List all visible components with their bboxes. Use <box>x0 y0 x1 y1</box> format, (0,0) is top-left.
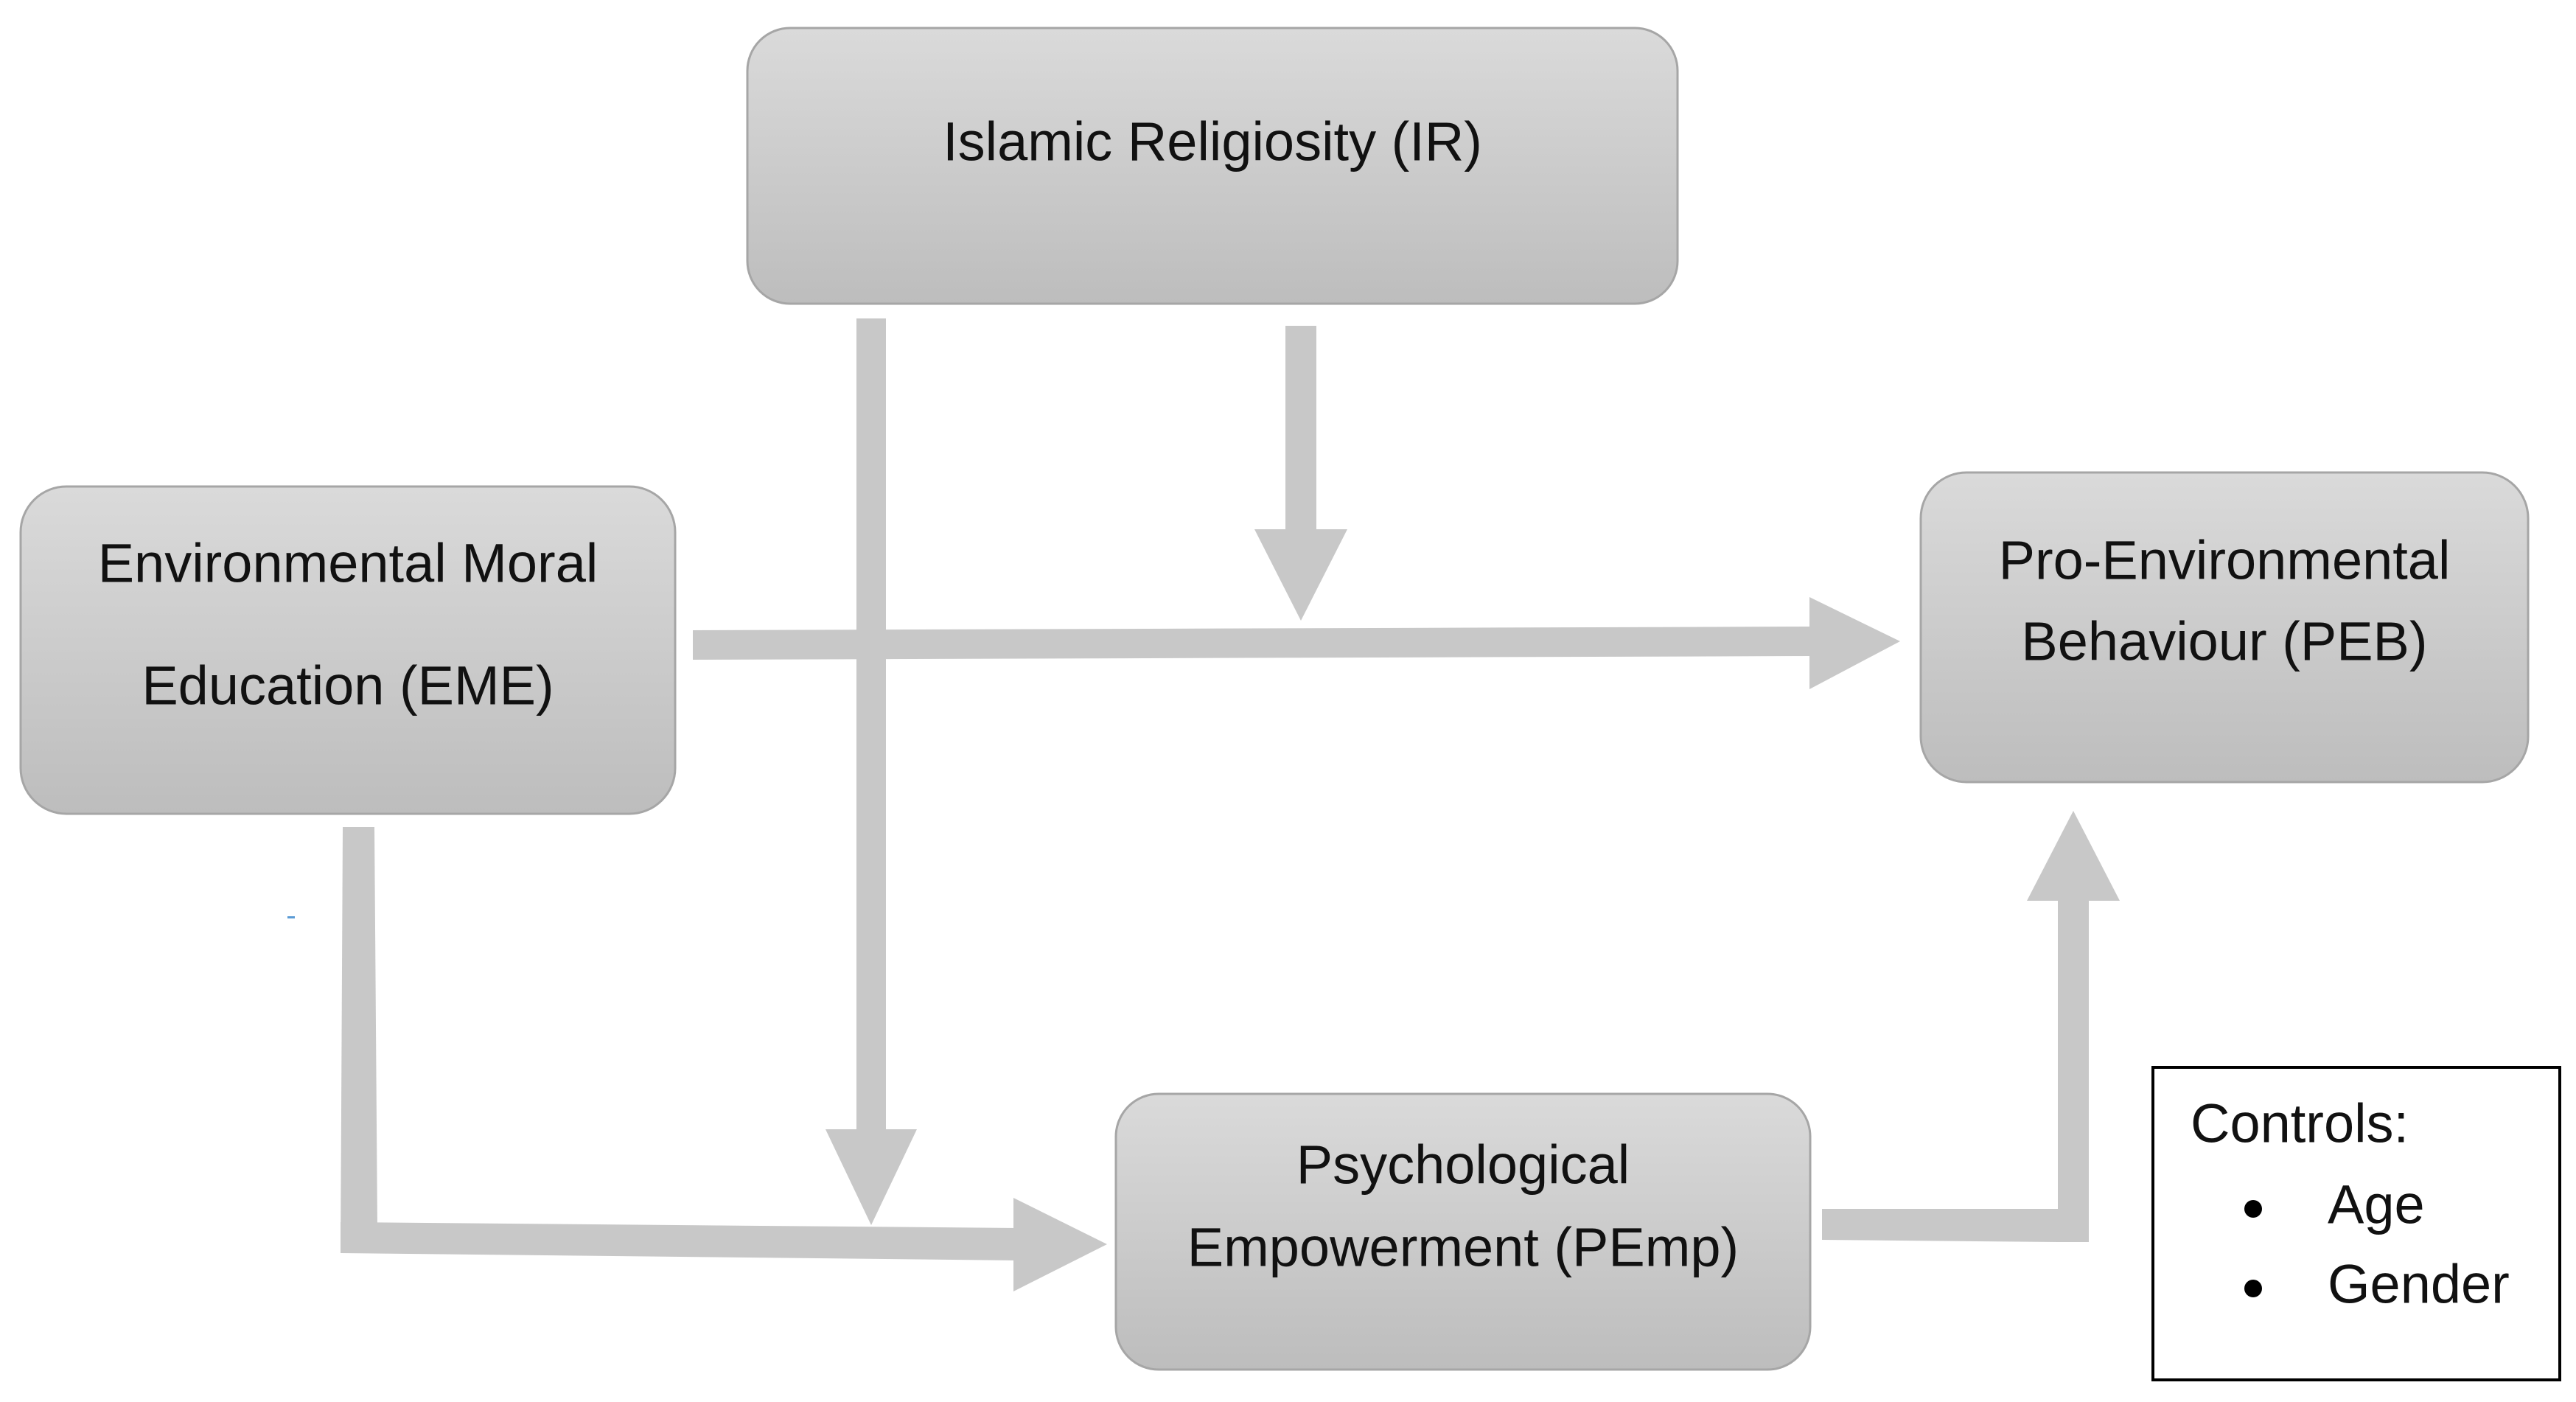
controls-title: Controls: <box>2191 1093 2409 1154</box>
stray-mark <box>287 916 295 918</box>
node-peb-label-line2: Behaviour (PEB) <box>2021 611 2427 672</box>
node-eme-label-line1: Environmental Moral <box>98 533 598 594</box>
node-pemp-label-line1: Psychological <box>1296 1134 1630 1196</box>
arrow-pemp-to-peb <box>1822 811 2120 1242</box>
node-psychological-empowerment: Psychological Empowerment (PEmp) <box>1114 1092 1812 1371</box>
node-eme-label-line2: Education (EME) <box>142 655 554 716</box>
arrow-ir-moderator <box>1254 326 1347 621</box>
arrow-eme-to-pemp <box>341 827 1107 1291</box>
arrow-eme-to-peb <box>693 597 1900 689</box>
node-peb-label-line1: Pro-Environmental <box>1999 530 2451 591</box>
arrow-ir-to-pemp <box>825 318 917 1225</box>
node-environmental-moral-education: Environmental Moral Education (EME) <box>19 485 677 815</box>
controls-item-gender: Gender <box>2328 1254 2510 1315</box>
node-pro-environmental-behaviour: Pro-Environmental Behaviour (PEB) <box>1919 471 2530 784</box>
node-pemp-label-line2: Empowerment (PEmp) <box>1187 1217 1739 1278</box>
arrows <box>341 318 2120 1291</box>
bullet-icon <box>2244 1200 2262 1218</box>
bullet-icon <box>2244 1280 2262 1297</box>
node-islamic-religiosity: Islamic Religiosity (IR) <box>746 27 1679 305</box>
controls-item-age: Age <box>2328 1174 2425 1235</box>
controls-box: Controls: Age Gender <box>2151 1066 2561 1381</box>
node-ir-label: Islamic Religiosity (IR) <box>943 111 1482 172</box>
